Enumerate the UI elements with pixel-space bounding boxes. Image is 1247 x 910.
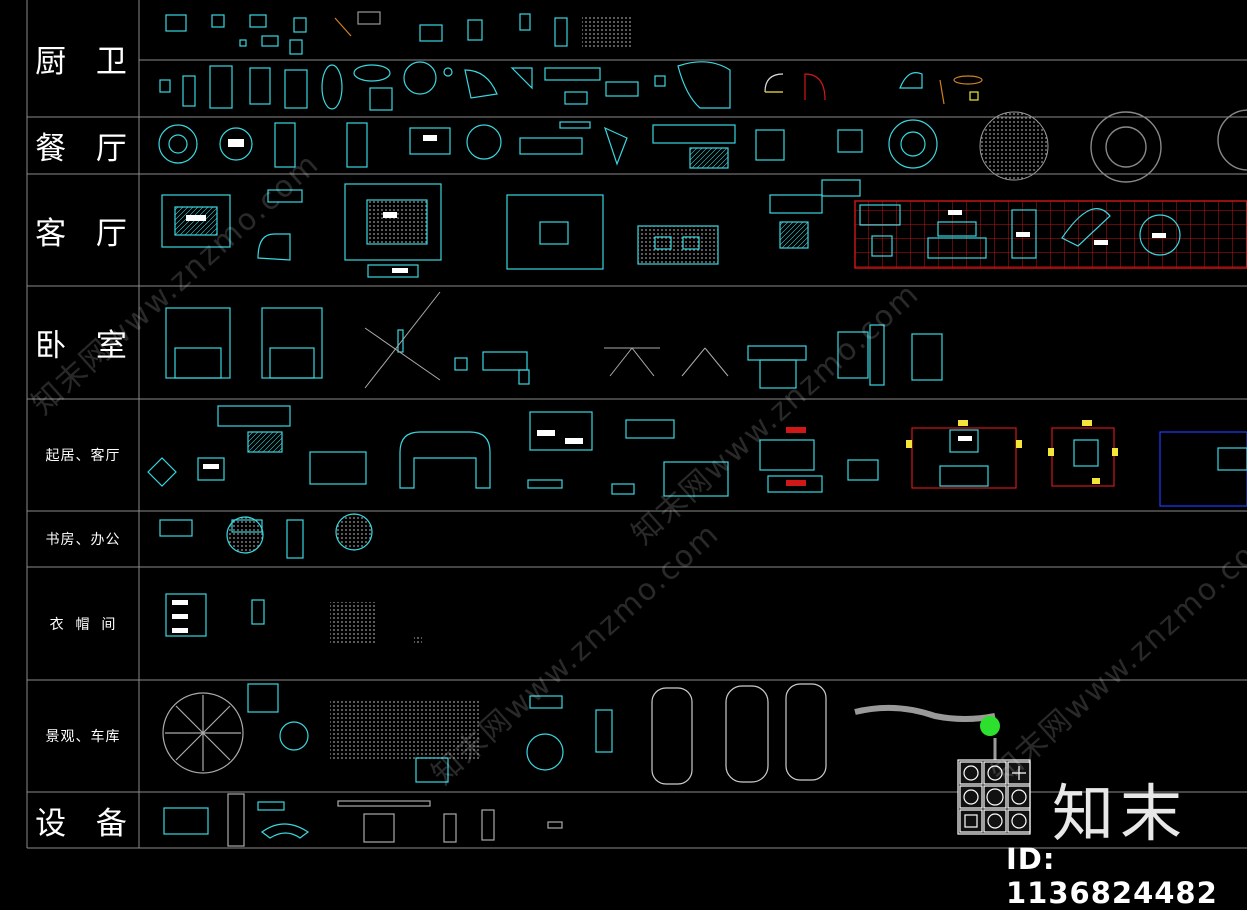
living-room-highlight-block: [854, 200, 1247, 269]
equipment-symbols: [163, 793, 563, 847]
category-label-cloakroom: 衣 帽 间: [49, 616, 117, 633]
category-label-landscape-garage: 景观、车库: [45, 729, 121, 745]
brand-name: 知末: [1052, 777, 1189, 850]
living-room-symbols: [161, 179, 861, 278]
category-label-dining: 餐 厅: [35, 131, 137, 167]
lounge-accent-marks: [203, 420, 1118, 486]
bedroom-symbols: [165, 307, 943, 389]
category-label-bedroom: 卧 室: [35, 328, 137, 364]
study-symbols: [159, 513, 373, 559]
door-swing-symbols: [764, 72, 983, 105]
bedroom-lines: [364, 291, 729, 389]
category-label-study-office: 书房、办公: [45, 532, 121, 548]
lounge-symbols: [147, 405, 1247, 507]
round-rug-symbols: [979, 109, 1247, 183]
checker-grid-logo-icon: [957, 759, 1031, 835]
landscape-garage-symbols: [162, 683, 1000, 785]
category-label-kitchen-bath: 厨 卫: [35, 44, 137, 80]
table-grid: [26, 0, 1247, 849]
category-label-lounge: 起居、客厅: [45, 448, 121, 464]
category-label-living-room: 客 厅: [35, 215, 137, 252]
category-label-equipment: 设 备: [35, 805, 137, 842]
kitchen-bath-symbols: [159, 11, 731, 111]
cloakroom-symbols: [165, 593, 422, 644]
dining-symbols: [158, 119, 938, 169]
